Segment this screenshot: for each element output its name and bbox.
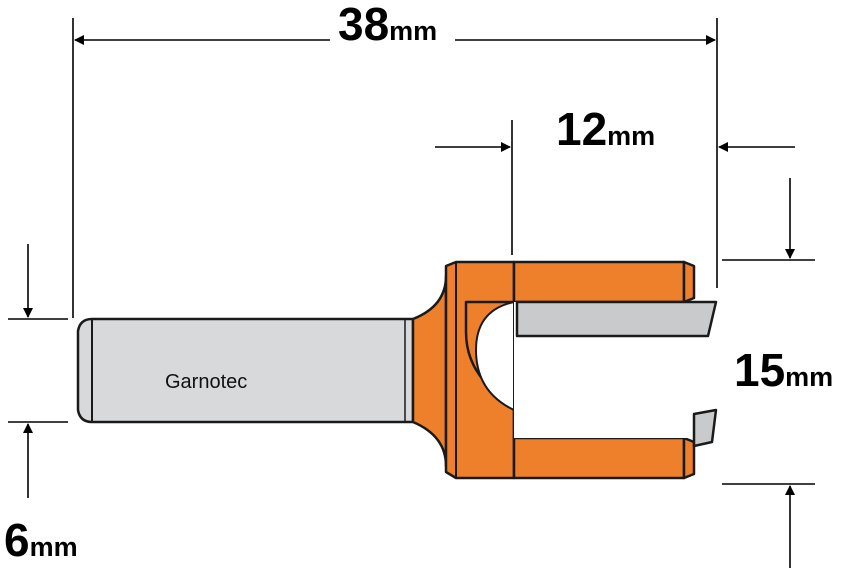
- dimension-lines: [8, 18, 815, 568]
- top-arm-tip: [682, 260, 696, 304]
- plug-diameter-unit: mm: [785, 362, 833, 392]
- top-blade: [515, 300, 718, 338]
- bottom-arm: [512, 436, 686, 480]
- plug-diameter-label: 15mm: [734, 344, 833, 396]
- overall-length-label: 38mm: [338, 0, 437, 50]
- bottom-arm-tip: [682, 436, 696, 480]
- slot-cavity: [475, 301, 515, 411]
- plug-diameter-value: 15: [734, 344, 785, 396]
- body-neck: [411, 274, 448, 468]
- router-bit: [76, 260, 718, 480]
- overall-length-unit: mm: [389, 16, 437, 46]
- cutting-length-value: 12: [556, 103, 607, 155]
- cutting-length-unit: mm: [607, 121, 655, 151]
- brand-label: Garnotec: [165, 371, 247, 393]
- shank-diameter-unit: mm: [30, 532, 78, 562]
- top-arm: [512, 260, 686, 304]
- shank-diameter-label: 6mm: [4, 514, 78, 566]
- bottom-blade: [692, 408, 718, 448]
- cutting-length-label: 12mm: [556, 103, 655, 155]
- shank-diameter-value: 6: [4, 514, 30, 566]
- overall-length-value: 38: [338, 0, 389, 50]
